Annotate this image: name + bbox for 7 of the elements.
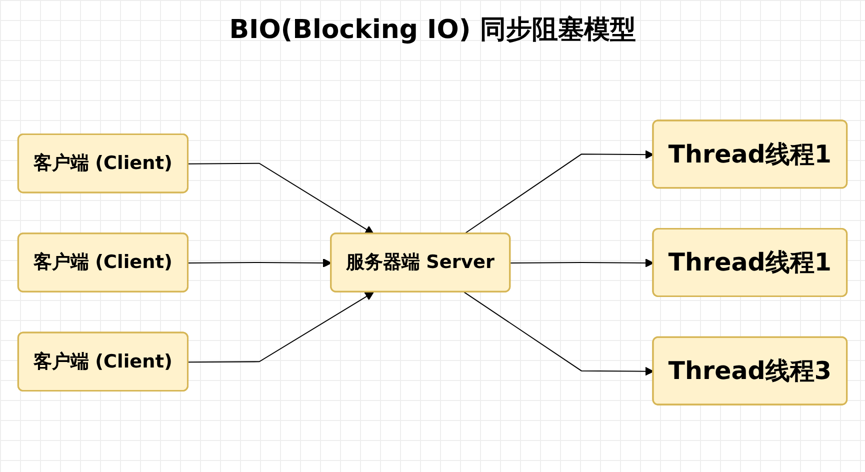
arrow [188, 162, 374, 234]
arrow [464, 150, 654, 234]
arrow [188, 258, 332, 268]
arrow [188, 292, 374, 363]
diagram-title: BIO(Blocking IO) 同步阻塞模型 [229, 14, 636, 47]
arrow [510, 258, 654, 268]
arrow [464, 292, 654, 376]
